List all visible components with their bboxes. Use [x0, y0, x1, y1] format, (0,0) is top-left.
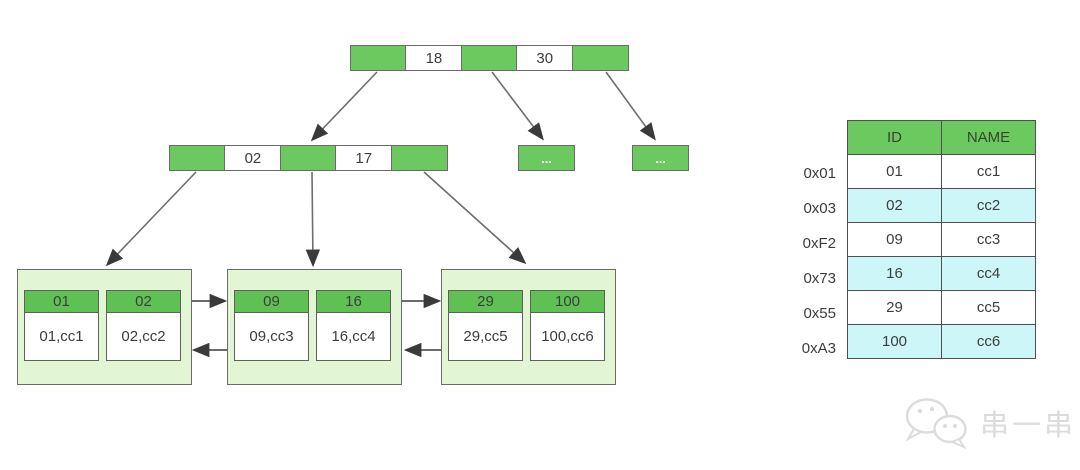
table-row: 02 cc2	[847, 188, 1036, 223]
arrow-internal-to-leaf-2	[305, 171, 321, 268]
table-row: 16 cc4	[847, 256, 1036, 291]
table-cell-id: 100	[847, 324, 942, 359]
internal-pointer-cell-1	[169, 145, 226, 171]
table-cell-name: cc4	[941, 256, 1036, 291]
leaf1-entry-2: 02 02,cc2	[106, 290, 181, 361]
leaf-page-3: 29 29,cc5 100 100,cc6	[441, 269, 616, 385]
record-address: 0x01	[803, 165, 836, 182]
record-address: 0x55	[803, 305, 836, 322]
table-cell-id: 01	[847, 154, 942, 189]
leaf3-entry-1: 29 29,cc5	[448, 290, 523, 361]
arrow-internal-to-leaf-3	[423, 171, 527, 265]
root-node: 18 30	[350, 45, 629, 71]
record-address: 0xF2	[802, 235, 836, 252]
wechat-icon	[905, 398, 967, 450]
arrow-root-to-ellipsis-2	[605, 71, 656, 141]
leaf3-entry-2-record: 100,cc6	[530, 313, 605, 361]
leaf3-entry-2: 100 100,cc6	[530, 290, 605, 361]
table-cell-name: cc6	[941, 324, 1036, 359]
arrow-internal-to-leaf-1	[105, 171, 197, 267]
internal-pointer-cell-2	[279, 145, 337, 171]
leaf1-entry-1: 01 01,cc1	[24, 290, 99, 361]
leaf2-entry-2: 16 16,cc4	[316, 290, 391, 361]
table-row: 100 cc6	[847, 324, 1036, 359]
records-table: ID NAME 01 cc1 02 cc2 09 cc3 16 cc4 29 c…	[847, 120, 1036, 359]
leaf2-entry-1: 09 09,cc3	[234, 290, 309, 361]
root-key-cell-1: 18	[405, 45, 463, 71]
root-key-cell-2: 30	[516, 45, 574, 71]
table-header-id: ID	[847, 120, 942, 155]
table-cell-id: 02	[847, 188, 942, 223]
table-row: 01 cc1	[847, 154, 1036, 189]
table-header-name: NAME	[941, 120, 1036, 155]
ellipsis-node-2: ...	[632, 145, 689, 171]
leaf1-entry-1-record: 01,cc1	[24, 313, 99, 361]
watermark: 串一串	[900, 395, 1076, 451]
table-cell-id: 16	[847, 256, 942, 291]
root-pointer-cell-1	[350, 45, 407, 71]
internal-pointer-cell-3	[390, 145, 448, 171]
record-address: 0xA3	[801, 340, 836, 357]
table-cell-name: cc1	[941, 154, 1036, 189]
table-row: 29 cc5	[847, 290, 1036, 325]
leaf3-entry-2-key: 100	[530, 290, 605, 313]
table-cell-name: cc5	[941, 290, 1036, 325]
leaf3-entry-1-key: 29	[448, 290, 523, 313]
internal-node: 02 17	[169, 145, 448, 171]
table-row: 09 cc3	[847, 222, 1036, 257]
leaf1-entry-2-record: 02,cc2	[106, 313, 181, 361]
arrow-root-to-ellipsis-1	[491, 71, 544, 141]
watermark-text: 串一串	[980, 410, 1077, 442]
table-cell-name: cc3	[941, 222, 1036, 257]
leaf2-entry-1-record: 09,cc3	[234, 313, 309, 361]
root-pointer-cell-3	[571, 45, 629, 71]
internal-key-cell-1: 02	[224, 145, 282, 171]
record-address-column: 0x01 0x03 0xF2 0x73 0x55 0xA3	[778, 156, 836, 366]
leaf-page-1: 01 01,cc1 02 02,cc2	[17, 269, 192, 385]
leaf3-entry-1-record: 29,cc5	[448, 313, 523, 361]
leaf1-entry-2-key: 02	[106, 290, 181, 313]
table-header-row: ID NAME	[847, 120, 1036, 155]
record-address: 0x03	[803, 200, 836, 217]
leaf1-entry-1-key: 01	[24, 290, 99, 313]
leaf2-entry-1-key: 09	[234, 290, 309, 313]
table-cell-id: 09	[847, 222, 942, 257]
root-pointer-cell-2	[460, 45, 518, 71]
ellipsis-node-1: ...	[518, 145, 575, 171]
leaf-page-2: 09 09,cc3 16 16,cc4	[227, 269, 402, 385]
internal-key-cell-2: 17	[335, 145, 393, 171]
table-cell-name: cc2	[941, 188, 1036, 223]
record-address: 0x73	[803, 270, 836, 287]
leaf2-entry-2-key: 16	[316, 290, 391, 313]
arrow-root-to-internal	[310, 71, 378, 142]
leaf2-entry-2-record: 16,cc4	[316, 313, 391, 361]
table-cell-id: 29	[847, 290, 942, 325]
